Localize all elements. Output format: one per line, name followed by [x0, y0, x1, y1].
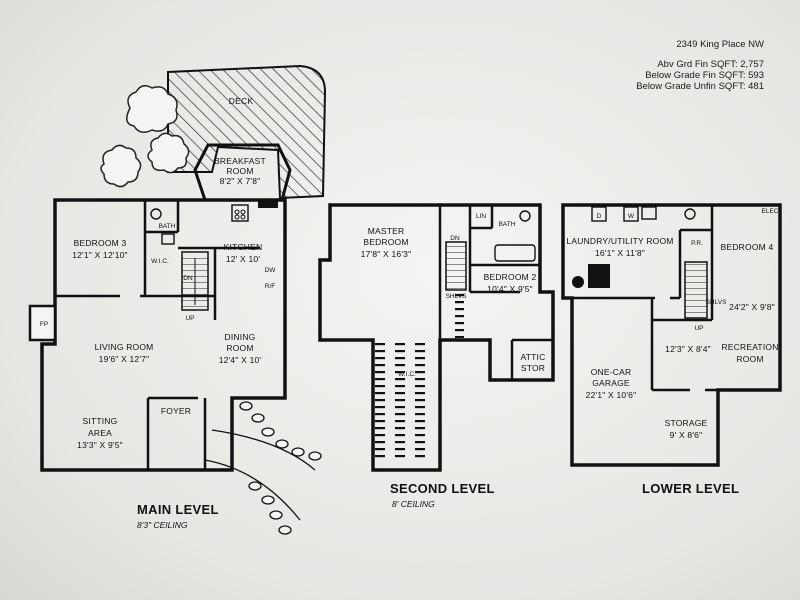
elec-label: ELEC — [762, 208, 779, 215]
shelves-rods — [448, 294, 464, 338]
master-bedroom-dims: 17'8" X 16'3" — [361, 249, 412, 259]
dw-label: DW — [265, 267, 277, 274]
below-grade-fin-sqft: Below Grade Fin SQFT: 593 — [645, 70, 764, 81]
main-dn-label: DN — [183, 275, 193, 282]
linen-label: LIN — [476, 213, 486, 220]
main-up-label: UP — [185, 315, 194, 322]
lower-level-plan: D W ELEC LAUNDRY/UTILITY ROOM 16'1" X 11… — [561, 203, 782, 496]
main-wic-label: W.I.C. — [151, 258, 169, 265]
bedroom2-label: BEDROOM 2 — [484, 272, 537, 282]
bedroom2-dims: 10'4" X 9'5" — [487, 284, 533, 294]
kitchen-dims: 12' X 10' — [226, 254, 261, 264]
laundry-room-dims: 16'1" X 11'8" — [595, 248, 645, 258]
dining-room-dims: 12'4" X 10' — [219, 355, 262, 365]
dryer-label: D — [597, 213, 602, 220]
second-wic-label: W.I.C. — [398, 371, 416, 378]
lower-level-walls — [561, 203, 782, 467]
toilet-icon — [150, 208, 162, 220]
garage-dims: 22'1" X 10'6" — [586, 390, 637, 400]
fireplace-label: FP — [40, 321, 48, 328]
second-bath-label: BATH — [499, 221, 516, 228]
sitting-area-dims: 13'3" X 9'5" — [77, 440, 123, 450]
bathtub-icon — [494, 244, 536, 262]
master-bedroom-label2: BEDROOM — [363, 237, 408, 247]
second-interior-walls — [438, 205, 553, 380]
second-level-ceiling: 8' CEILING — [392, 499, 435, 509]
main-interior-walls — [55, 200, 260, 470]
kitchen-sink-icon — [231, 204, 249, 222]
main-bath-label: BATH — [159, 223, 176, 230]
rec-room-label: RECREATION — [721, 342, 778, 352]
bedroom4-dims: 24'2" X 9'8" — [729, 302, 775, 312]
laundry-room-label: LAUNDRY/UTILITY ROOM — [566, 236, 673, 246]
second-stairs — [445, 241, 467, 291]
living-room-dims: 19'6" X 12'7" — [99, 354, 150, 364]
rec-room-dims: 12'3" X 8'4" — [665, 344, 711, 354]
address-text: 2349 King Place NW — [676, 39, 764, 50]
utility-equipment — [588, 264, 610, 288]
main-level-plan: DECK BREAKFAST ROOM 8'2" X 7'8" BEDROOM … — [28, 64, 327, 535]
washer-icon — [623, 206, 639, 222]
second-level-title: SECOND LEVEL — [390, 481, 495, 496]
sink-icon — [161, 233, 175, 245]
lower-toilet-icon — [684, 208, 696, 220]
master-bedroom-label: MASTER — [368, 226, 405, 236]
dining-room-label2: ROOM — [226, 343, 253, 353]
living-room-label: LIVING ROOM — [95, 342, 154, 352]
foyer-label: FOYER — [161, 406, 191, 416]
water-heater-icon — [572, 276, 584, 288]
below-grade-unfin-sqft: Below Grade Unfin SQFT: 481 — [636, 81, 764, 92]
lower-shelves-label: SHLVS — [706, 299, 727, 306]
main-level-ceiling: 8'3" CEILING — [137, 520, 188, 530]
range-icon — [258, 200, 278, 208]
kitchen-label: KITCHEN — [224, 242, 263, 252]
storage-dims: 9' X 8'6" — [670, 430, 703, 440]
storage-label: STORAGE — [665, 418, 708, 428]
second-toilet-icon — [519, 210, 531, 222]
bedroom3-label: BEDROOM 3 — [74, 238, 127, 248]
second-dn-label: DN — [450, 235, 460, 242]
sitting-area-label2: AREA — [88, 428, 112, 438]
washer-label: W — [628, 213, 635, 220]
second-level-plan: MASTER BEDROOM 17'8" X 16'3" LIN BATH DN… — [318, 203, 555, 509]
main-level-title: MAIN LEVEL — [137, 502, 219, 517]
rf-label: R/F — [265, 283, 276, 290]
lower-stairs — [684, 261, 708, 319]
powder-room-label: P.R. — [691, 240, 703, 247]
deck-area — [167, 64, 327, 200]
garage-label2: GARAGE — [592, 378, 630, 388]
sitting-area-label: SITTING — [83, 416, 118, 426]
dryer-icon — [591, 206, 607, 222]
breakfast-room-label: BREAKFAST — [214, 156, 266, 166]
above-grade-sqft: Abv Grd Fin SQFT: 2,757 — [657, 59, 764, 70]
main-level-walls — [40, 198, 287, 472]
breakfast-room-walls — [193, 143, 292, 201]
breakfast-room-dims: 8'2" X 7'8" — [220, 176, 261, 186]
second-shelves-label: SHLVS — [446, 293, 467, 300]
wic-closet-rods — [375, 342, 431, 462]
garage-label: ONE-CAR — [591, 367, 632, 377]
attic-storage-label: STOR — [521, 363, 545, 373]
lower-interior-walls — [572, 205, 718, 392]
lower-level-title: LOWER LEVEL — [642, 481, 739, 496]
bedroom3-dims: 12'1" X 12'10" — [72, 250, 128, 260]
laundry-sink-icon — [641, 206, 657, 220]
dining-room-label: DINING — [225, 332, 256, 342]
lower-up-label: UP — [694, 325, 703, 332]
rec-room-label2: ROOM — [736, 354, 763, 364]
tree-icons — [100, 85, 190, 188]
fireplace — [28, 304, 57, 342]
garden-path — [204, 401, 322, 535]
attic-label: ATTIC — [521, 352, 546, 362]
bedroom4-label: BEDROOM 4 — [721, 242, 774, 252]
breakfast-room-label2: ROOM — [226, 166, 253, 176]
deck-label: DECK — [229, 96, 254, 106]
